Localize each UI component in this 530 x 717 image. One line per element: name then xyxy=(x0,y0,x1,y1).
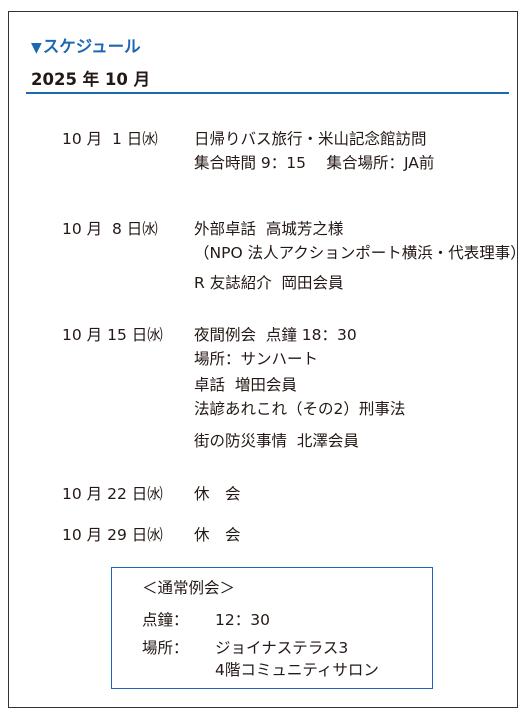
event-line: R 友誌紹介 岡田会員 xyxy=(194,274,344,292)
venue-line-1: ジョイナステラス3 xyxy=(215,639,349,657)
event-line: （NPO 法人アクションポート横浜・代表理事） xyxy=(194,244,526,262)
event-line: 集合時間 9：15 集合場所：JA前 xyxy=(194,154,435,172)
bell-label: 点鐘： xyxy=(142,611,189,629)
event-line: 外部卓話 高城芳之様 xyxy=(194,220,344,238)
event-line: 卓話 増田会員 xyxy=(194,376,297,394)
event-date: 10 月 15 日㈬ xyxy=(62,326,163,344)
section-title: ▼スケジュール xyxy=(31,33,141,57)
regular-meeting-title: ＜通常例会＞ xyxy=(142,579,236,597)
regular-meeting-box: ＜通常例会＞ 点鐘： 12：30 場所： ジョイナステラス3 4階コミュニティサ… xyxy=(111,567,433,689)
section-title-text: スケジュール xyxy=(42,37,141,56)
event-date: 10 月 8 日㈬ xyxy=(62,220,158,238)
triangle-down-icon: ▼ xyxy=(31,40,42,56)
event-line: 休 会 xyxy=(194,526,241,544)
heading-divider xyxy=(26,92,509,94)
month-heading: 2025 年 10 月 xyxy=(31,70,151,89)
event-line: 場所：サンハート xyxy=(194,350,319,368)
event-line: 法諺あれこれ（その2）刑事法 xyxy=(194,400,406,418)
venue-label: 場所： xyxy=(142,639,189,657)
event-line: 夜間例会 点鐘 18：30 xyxy=(194,326,357,344)
event-line: 街の防災事情 北澤会員 xyxy=(194,432,359,450)
venue-line-2: 4階コミュニティサロン xyxy=(215,661,379,679)
event-date: 10 月 1 日㈬ xyxy=(62,130,158,148)
bell-time: 12：30 xyxy=(215,611,270,629)
event-date: 10 月 29 日㈬ xyxy=(62,526,163,544)
event-line: 日帰りバス旅行・米山記念館訪問 xyxy=(194,130,427,148)
event-date: 10 月 22 日㈬ xyxy=(62,485,163,503)
event-line: 休 会 xyxy=(194,485,241,503)
schedule-frame: ▼スケジュール 2025 年 10 月 10 月 1 日㈬ 日帰りバス旅行・米山… xyxy=(8,11,526,708)
